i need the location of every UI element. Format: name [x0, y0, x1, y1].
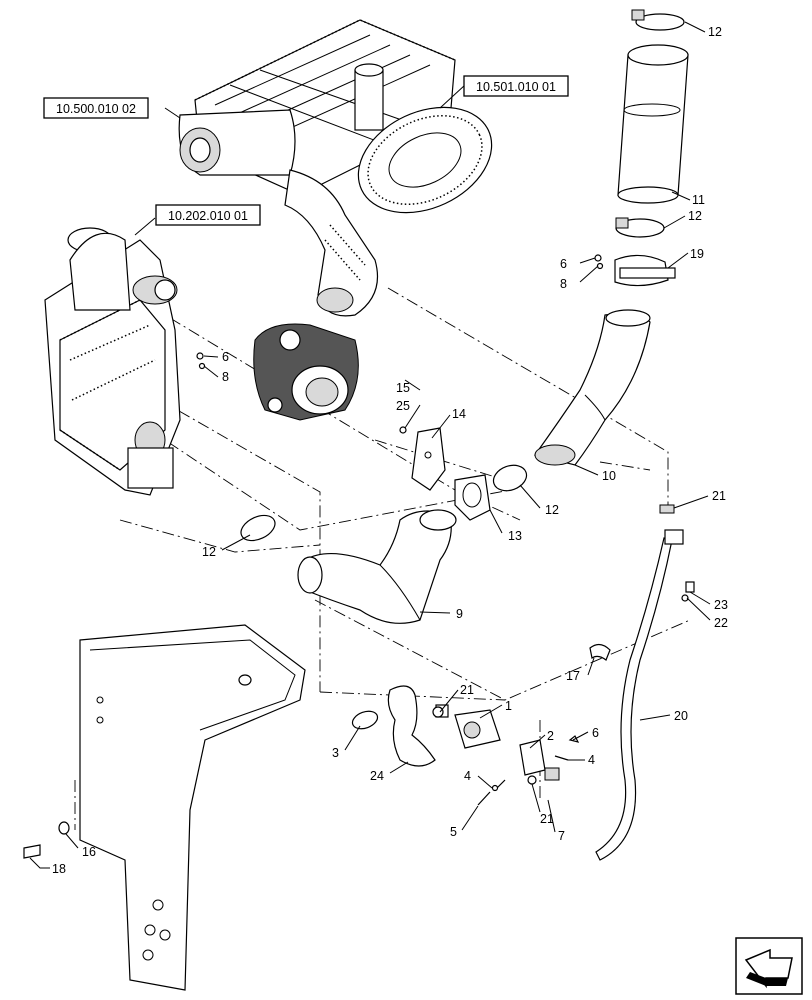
callout-6: 6 [592, 726, 599, 740]
callouts: 12 11 12 19 6 8 6 8 15 25 14 10 13 12 12… [52, 25, 728, 876]
bracket-2 [519, 739, 560, 781]
small-hardware [196, 254, 695, 806]
callout-13: 13 [508, 529, 522, 543]
callout-22: 22 [714, 616, 728, 630]
clamp-12-lower [492, 464, 528, 492]
callout-12: 12 [202, 545, 216, 559]
ref-box-10-202-010-01[interactable]: 10.202.010 01 [155, 204, 261, 226]
callout-3: 3 [332, 746, 339, 760]
callout-1: 1 [505, 699, 512, 713]
ref-label: 10.501.010 01 [476, 80, 556, 94]
callout-11: 11 [692, 193, 705, 207]
turbocharger-engine [253, 323, 359, 421]
next-page-arrow-icon[interactable] [735, 937, 803, 995]
gasket-13 [454, 474, 491, 521]
callout-12: 12 [708, 25, 722, 39]
ref-box-10-500-010-02[interactable]: 10.500.010 02 [43, 97, 149, 119]
clip-17 [589, 643, 611, 661]
side-panel [79, 624, 306, 991]
air-cleaner-frame-assembly [178, 19, 493, 317]
clamp-12-top [631, 9, 685, 31]
callout-7: 7 [558, 829, 565, 843]
exhaust-elbow-10 [533, 309, 651, 466]
callout-6: 6 [560, 257, 567, 271]
callout-19: 19 [690, 247, 704, 261]
callout-6: 6 [222, 350, 229, 364]
ref-label: 10.202.010 01 [168, 209, 248, 223]
exhaust-pipe-9 [297, 509, 457, 624]
callout-23: 23 [714, 598, 728, 612]
bolt-18 [23, 844, 41, 859]
ref-label: 10.500.010 02 [56, 102, 136, 116]
hose-24 [387, 685, 436, 767]
callout-16: 16 [82, 845, 96, 859]
bracket-14 [411, 427, 446, 491]
callout-9: 9 [456, 607, 463, 621]
callout-8: 8 [222, 370, 229, 384]
callout-2: 2 [547, 729, 554, 743]
callout-21: 21 [712, 489, 726, 503]
callout-12: 12 [688, 209, 702, 223]
callout-12: 12 [545, 503, 559, 517]
leader-lines [29, 21, 711, 869]
callout-14: 14 [452, 407, 466, 421]
callout-21: 21 [540, 812, 554, 826]
clamp-12-mid [615, 217, 665, 238]
callout-18: 18 [52, 862, 66, 876]
aftertreatment-unit [44, 227, 181, 496]
callout-10: 10 [602, 469, 616, 483]
clamp-12-left [240, 514, 276, 542]
callout-4: 4 [464, 769, 471, 783]
callout-5: 5 [450, 825, 457, 839]
callout-17: 17 [566, 669, 580, 683]
callout-25: 25 [396, 399, 410, 413]
clamp-3 [351, 710, 379, 730]
tailpipe-tube [617, 44, 689, 204]
callout-20: 20 [674, 709, 688, 723]
callout-8: 8 [560, 277, 567, 291]
callout-21: 21 [460, 683, 474, 697]
washer-16 [58, 821, 70, 835]
callout-24: 24 [370, 769, 384, 783]
drain-tube-20 [595, 504, 684, 861]
callout-15: 15 [396, 381, 410, 395]
callout-4: 4 [588, 753, 595, 767]
ref-box-10-501-010-01[interactable]: 10.501.010 01 [463, 75, 569, 97]
bracket-19 [614, 254, 676, 287]
